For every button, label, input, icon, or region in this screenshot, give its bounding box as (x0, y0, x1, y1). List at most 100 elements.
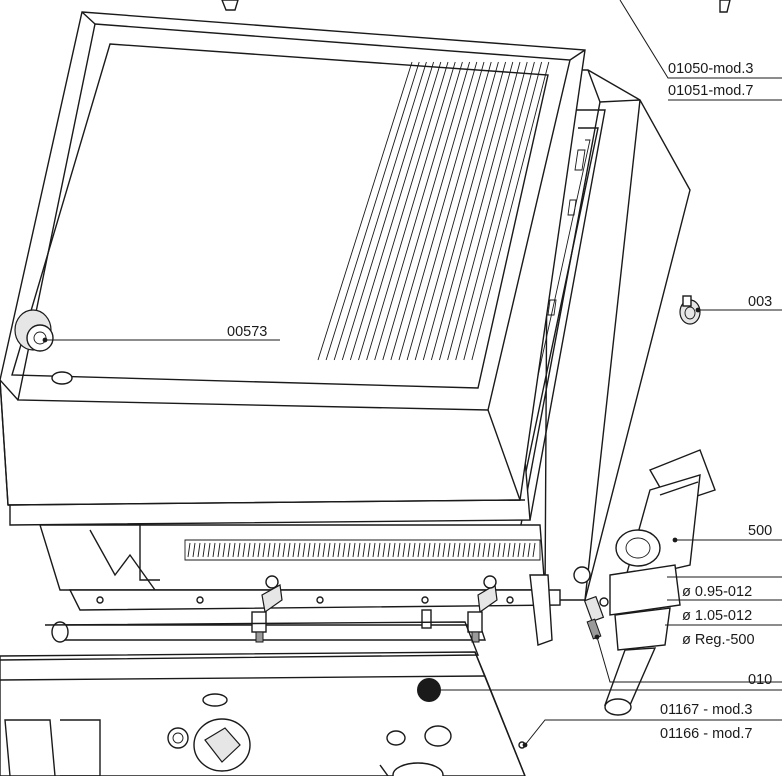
burner-fin (462, 542, 466, 558)
burner-fin (317, 542, 321, 558)
cover-rib (349, 61, 442, 361)
burner-fin (472, 542, 476, 558)
cover-rib (390, 61, 478, 361)
callout-01051-mod7: 01051-mod.7 (668, 83, 753, 99)
burner-fin (232, 542, 236, 558)
burner-fin (352, 542, 356, 558)
callout-010: 010 (748, 672, 772, 688)
burner-fin (302, 542, 306, 558)
cover-rib (406, 61, 492, 361)
burner-fin (347, 542, 351, 558)
gas-valve-left-icon (251, 575, 283, 643)
burner-fin (262, 542, 266, 558)
top-cover (0, 11, 586, 506)
burner-fin (217, 542, 221, 558)
burner-fin (272, 542, 276, 558)
cover-rib (455, 61, 535, 361)
burner-fin (197, 542, 201, 558)
burner-fin (312, 542, 316, 558)
burner-fin (332, 542, 336, 558)
burner-fin (427, 542, 431, 558)
burner-fin (532, 542, 536, 558)
front-panel (0, 621, 526, 776)
burner-fin (487, 542, 491, 558)
burner-fin (277, 542, 281, 558)
burner-fin (382, 542, 386, 558)
callout-dia-reg: ø Reg.-500 (682, 632, 755, 648)
burner-fin (372, 542, 376, 558)
burner-fin (287, 542, 291, 558)
callout-003: 003 (748, 294, 772, 310)
burner-fin (522, 542, 526, 558)
piezo-button-icon (167, 727, 189, 749)
injector-icon (583, 595, 609, 640)
burner-fin (337, 542, 341, 558)
cover-rib (439, 61, 521, 361)
burner-fin (432, 542, 436, 558)
burner-fin (297, 542, 301, 558)
callout-01050-mod3: 01050-mod.3 (668, 61, 753, 77)
gas-valve-right-icon (467, 575, 498, 643)
cover-rib (430, 61, 514, 361)
cover-rib (422, 61, 507, 361)
cover-rib (333, 61, 427, 361)
burner-fin (512, 542, 516, 558)
cover-rib (471, 61, 550, 361)
burner-fin (377, 542, 381, 558)
burner-fin (447, 542, 451, 558)
burner-fin (292, 542, 296, 558)
burner-fin (502, 542, 506, 558)
burner-fin (402, 542, 406, 558)
burner-fin (342, 542, 346, 558)
cover-rib (358, 61, 449, 361)
burner-fin (357, 542, 361, 558)
burner-fin (422, 542, 426, 558)
burner-fin (192, 542, 196, 558)
burner-fin (282, 542, 286, 558)
cover-rib (414, 61, 499, 361)
callout-01166-mod7: 01166 - mod.7 (660, 726, 752, 742)
callout-dia-095: ø 0.95-012 (682, 584, 752, 600)
cover-rib (463, 61, 543, 361)
cover-rib (447, 61, 528, 361)
burner-fin (207, 542, 211, 558)
cover-rib (325, 61, 420, 361)
burner-fin (327, 542, 331, 558)
burner-fin (442, 542, 446, 558)
control-knob-icon (193, 718, 251, 772)
callout-dia-105: ø 1.05-012 (682, 608, 752, 624)
rear-housing (514, 69, 701, 601)
callout-01167-mod3: 01167 - mod.3 (660, 702, 752, 718)
grease-knob-icon (14, 309, 54, 352)
burner-fin (397, 542, 401, 558)
burner-fin (367, 542, 371, 558)
burner-fin (387, 542, 391, 558)
burner-tube-500 (583, 449, 716, 716)
burner-fin (187, 542, 191, 558)
cover-rib (341, 61, 435, 361)
burner-fin (497, 542, 501, 558)
cover-rib (366, 61, 456, 361)
leader-lines (45, 99, 782, 746)
burner-fin (202, 542, 206, 558)
burner-fin (477, 542, 481, 558)
burner-fin (237, 542, 241, 558)
callout-500: 500 (748, 523, 772, 539)
cover-rib (398, 61, 485, 361)
burner-fin (412, 542, 416, 558)
burner-fin (482, 542, 486, 558)
burner-fin (527, 542, 531, 558)
burner-fin (362, 542, 366, 558)
burner-fin (407, 542, 411, 558)
burner-fin (222, 542, 226, 558)
burner-fin (267, 542, 271, 558)
burner-fin (252, 542, 256, 558)
burner-fin (227, 542, 231, 558)
burner-fin (247, 542, 251, 558)
callout-00573: 00573 (227, 324, 267, 340)
burner-fin (492, 542, 496, 558)
burner-fin (392, 542, 396, 558)
burner-fin (322, 542, 326, 558)
burner-fin (307, 542, 311, 558)
